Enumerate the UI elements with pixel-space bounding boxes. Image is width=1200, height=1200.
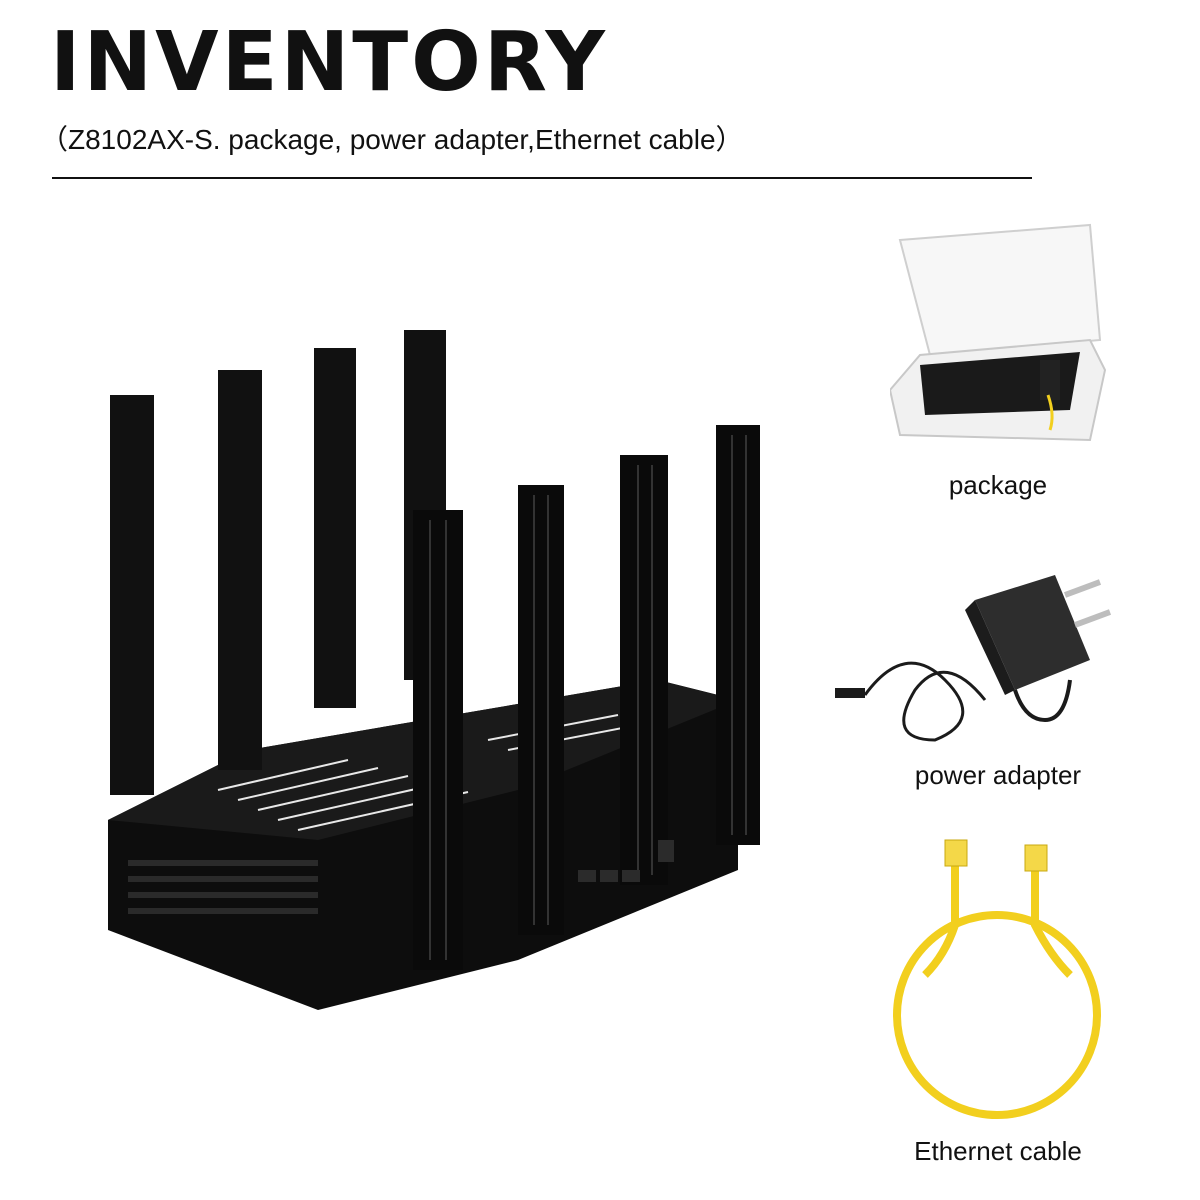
page-subtitle: （Z8102AX-S. package, power adapter,Ether… (40, 124, 744, 155)
power-adapter-label: power adapter (914, 760, 1082, 790)
power-adapter-icon (835, 575, 1112, 742)
header-divider (52, 177, 1032, 179)
router-icon (108, 330, 760, 1010)
package-box-icon (890, 223, 1107, 442)
page-title: INVENTORY (50, 15, 608, 110)
package-label: package (948, 470, 1048, 500)
ethernet-cable-icon (893, 839, 1101, 1119)
ethernet-cable-label: Ethernet cable (914, 1136, 1082, 1166)
